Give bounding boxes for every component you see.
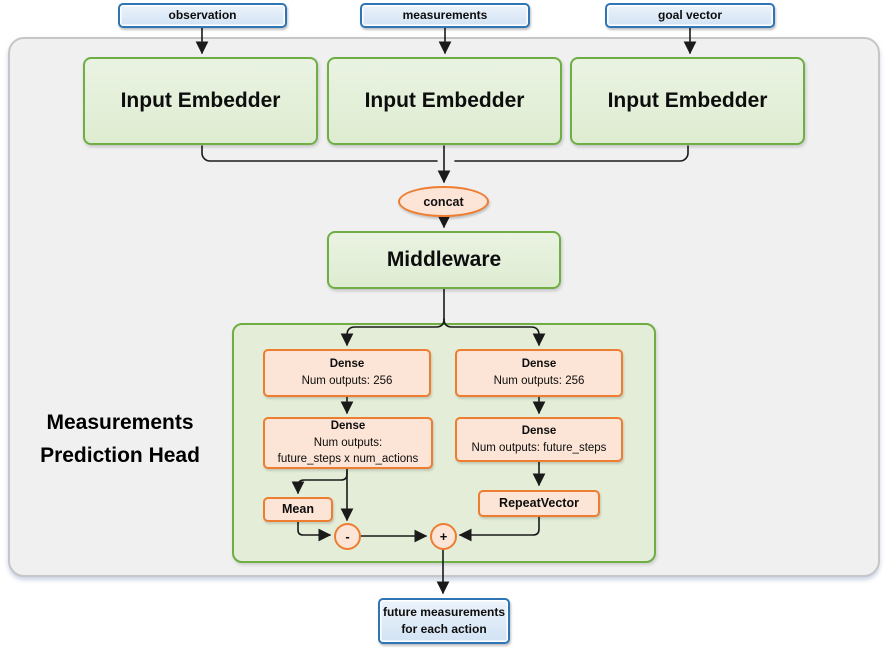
dense-left-1: Dense Num outputs: 256 bbox=[263, 349, 431, 397]
dense-right-1-title: Dense bbox=[521, 358, 557, 371]
dense-left-2-title: Dense bbox=[330, 420, 366, 432]
dense-right-1: Dense Num outputs: 256 bbox=[455, 349, 623, 397]
input-embedder-1: Input Embedder bbox=[83, 57, 318, 145]
plus-op-label: + bbox=[439, 529, 448, 544]
output-label-line2: for each action bbox=[401, 622, 487, 636]
output-box: future measurements for each action bbox=[378, 598, 510, 644]
minus-op-label: - bbox=[345, 529, 350, 544]
prediction-head-title: Measurements Prediction Head bbox=[40, 411, 200, 467]
concat-label: concat bbox=[423, 194, 464, 209]
input-goal-label: goal vector bbox=[657, 8, 723, 23]
dense-left-2-detail2: future_steps x num_actions bbox=[277, 453, 419, 466]
dense-right-1-detail: Num outputs: 256 bbox=[493, 375, 585, 387]
repeat-vector-label: RepeatVector bbox=[499, 496, 579, 511]
dense-left-2-detail: Num outputs: bbox=[313, 436, 383, 449]
dense-right-2: Dense Num outputs: future_steps bbox=[455, 417, 623, 462]
input-embedder-3: Input Embedder bbox=[570, 57, 805, 145]
input-box-goal-vector: goal vector bbox=[605, 3, 775, 28]
input-box-observation: observation bbox=[118, 3, 287, 28]
dense-left-2: Dense Num outputs: future_steps x num_ac… bbox=[263, 417, 433, 469]
input-embedder-2-label: Input Embedder bbox=[364, 89, 525, 112]
output-label-line1: future measurements bbox=[382, 605, 506, 620]
mean-label: Mean bbox=[282, 502, 314, 517]
dense-left-1-detail: Num outputs: 256 bbox=[301, 375, 393, 387]
mean-box: Mean bbox=[263, 497, 333, 522]
input-observation-label: observation bbox=[168, 8, 237, 23]
input-box-measurements: measurements bbox=[360, 3, 530, 28]
middleware-label: Middleware bbox=[386, 248, 502, 271]
input-embedder-3-label: Input Embedder bbox=[607, 89, 768, 112]
plus-op-node: + bbox=[430, 523, 457, 550]
repeat-vector-box: RepeatVector bbox=[478, 490, 600, 517]
concat-node: concat bbox=[398, 186, 489, 217]
input-measurements-label: measurements bbox=[402, 8, 488, 23]
dense-right-2-detail: Num outputs: future_steps bbox=[471, 441, 607, 454]
minus-op-node: - bbox=[334, 523, 361, 550]
input-embedder-1-label: Input Embedder bbox=[120, 89, 281, 112]
dense-left-1-title: Dense bbox=[329, 358, 365, 371]
input-embedder-2: Input Embedder bbox=[327, 57, 562, 145]
middleware-box: Middleware bbox=[327, 231, 561, 289]
dense-right-2-title: Dense bbox=[521, 424, 557, 437]
